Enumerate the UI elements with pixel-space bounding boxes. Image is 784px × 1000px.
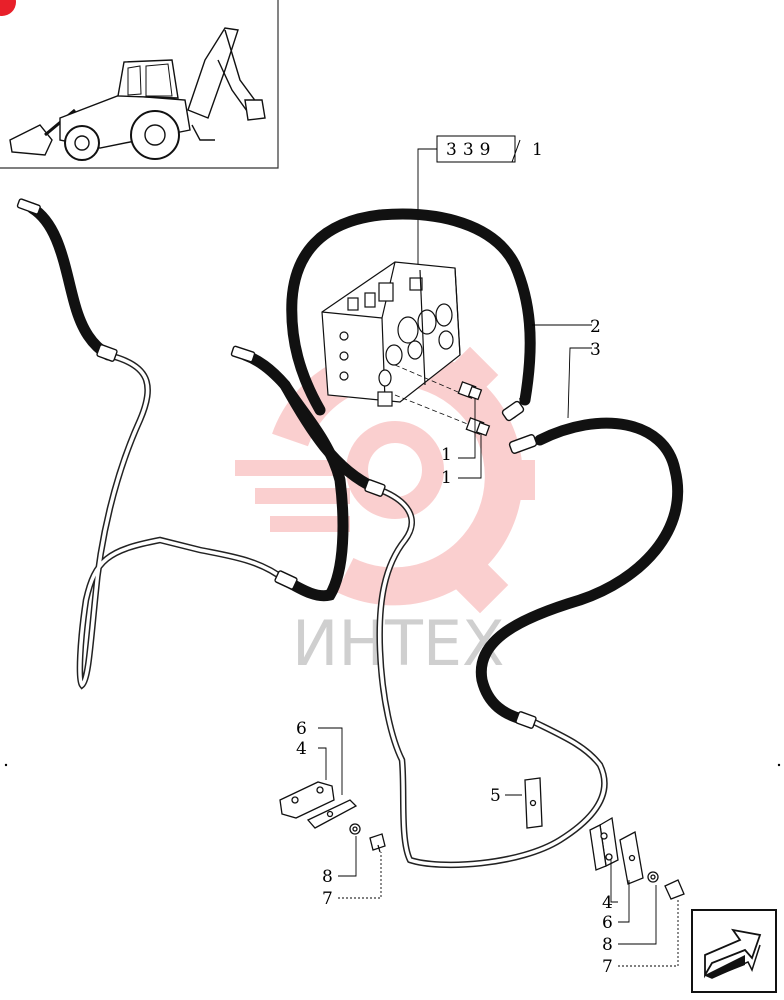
left-rigid-pipe: [76, 351, 289, 690]
reference-sheet-number: 1: [532, 140, 543, 160]
fitting-1-lower: [394, 394, 491, 437]
fitting-1-upper: [394, 364, 483, 401]
label-6-left: 6: [296, 719, 307, 739]
page-dot-left: [4, 763, 8, 767]
label-8-right: 8: [602, 935, 613, 955]
backhoe-loader-thumbnail: [0, 0, 279, 169]
hose-3: [475, 417, 684, 729]
label-1-upper: 1: [441, 445, 452, 465]
control-valve-block: [321, 261, 461, 407]
next-page-arrow-icon[interactable]: [691, 909, 777, 993]
label-7-left: 7: [322, 889, 333, 909]
plate-5: [524, 777, 543, 829]
upper-callout-leaders: [458, 324, 592, 479]
page-dot-right: [777, 763, 781, 767]
label-2: 2: [590, 317, 601, 337]
left-clamp-assembly: [279, 781, 386, 853]
corner-marker: [0, 0, 16, 16]
hose-2: [286, 208, 536, 422]
label-8-left: 8: [322, 867, 333, 887]
watermark-text: ИНТЕХ: [292, 607, 505, 680]
label-4-left: 4: [296, 739, 307, 759]
center-rigid-pipe: [279, 379, 608, 869]
label-5: 5: [490, 786, 501, 806]
label-3: 3: [590, 340, 601, 360]
left-lower-hose: [230, 345, 349, 602]
label-4-right: 4: [602, 893, 613, 913]
reference-page-number: 339: [446, 140, 496, 160]
right-callout-leaders: [610, 860, 679, 967]
reference-box: 339 1: [417, 135, 543, 268]
label-6-right: 6: [602, 913, 613, 933]
right-clamp-assembly: [589, 816, 685, 900]
left-upper-hose: [16, 198, 118, 362]
label-1-lower: 1: [441, 468, 452, 488]
left-callout-leaders: [318, 727, 382, 899]
label-7-right: 7: [602, 957, 613, 977]
